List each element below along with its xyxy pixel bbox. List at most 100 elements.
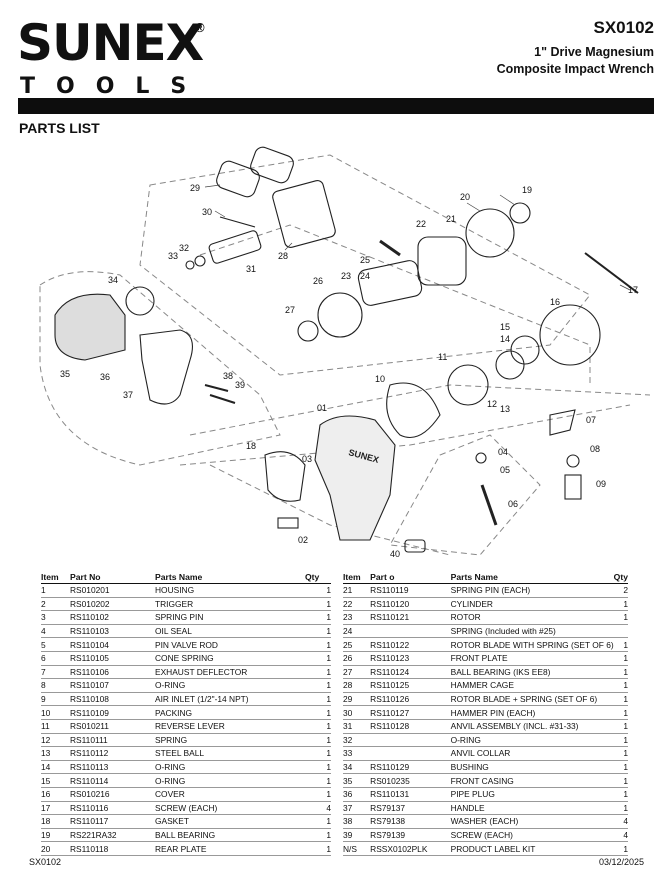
cell-part-no: RS79139: [370, 828, 451, 843]
cell-parts-name: BUSHING: [450, 760, 614, 775]
cell-qty: 1: [613, 746, 628, 761]
callout-01: 01: [317, 403, 327, 413]
cell-parts-name: OIL SEAL: [155, 624, 305, 639]
cell-parts-name: SPRING PIN (EACH): [450, 583, 614, 598]
callout-33: 33: [168, 251, 178, 261]
cell-part-no: RS110123: [370, 651, 451, 666]
cell-part-no: RS110118: [70, 841, 155, 856]
exploded-parts-diagram: SUNEX 29 30 28 32 33 31 34 22 21 20 19 2…: [39, 146, 650, 559]
cell-item: 3: [41, 610, 70, 625]
cell-part-no: RSSX0102PLK: [370, 841, 451, 856]
sunex-tools-logo: SUNEX ® TOOLS: [17, 18, 207, 99]
part-23-rotor: [357, 260, 423, 306]
part-19-bearing: [509, 202, 531, 224]
cell-qty: 1: [305, 624, 331, 639]
cell-part-no: RS110129: [370, 760, 451, 775]
callout-34: 34: [108, 275, 118, 285]
cell-item: 36: [343, 787, 371, 802]
callout-39: 39: [235, 380, 245, 390]
callout-31: 31: [246, 264, 256, 274]
cell-part-no: RS79138: [370, 814, 451, 829]
cell-item: 22: [343, 597, 371, 612]
cell-part-no: RS110109: [70, 705, 155, 720]
cell-parts-name: ANVIL COLLAR: [450, 746, 614, 761]
cell-qty: 1: [613, 787, 628, 802]
cell-part-no: RS110113: [70, 760, 155, 775]
cell-item: 20: [41, 841, 70, 856]
cell-item: 7: [41, 665, 70, 680]
cell-item: N/S: [343, 841, 371, 856]
cell-item: 18: [41, 814, 70, 829]
cell-qty: 1: [613, 841, 628, 856]
cell-item: 31: [343, 719, 371, 734]
cell-item: 32: [343, 733, 371, 748]
logo-wordmark: SUNEX: [17, 14, 204, 72]
cell-qty: 4: [613, 828, 628, 843]
part-35-front-casing: [54, 293, 126, 361]
cell-item: 6: [41, 651, 70, 666]
cell-item: 39: [343, 828, 371, 843]
callout-06: 06: [508, 499, 518, 509]
cell-part-no: RS110114: [70, 773, 155, 788]
cell-item: 4: [41, 624, 70, 639]
cell-qty: 1: [305, 760, 331, 775]
callout-36: 36: [100, 372, 110, 382]
part-34-bushing: [125, 286, 155, 316]
callout-21a: 21: [446, 214, 456, 224]
cell-item: 37: [343, 801, 371, 816]
section-title: PARTS LIST: [19, 120, 100, 136]
callout-24: 24: [360, 271, 370, 281]
cell-qty: 1: [613, 637, 628, 652]
part-10-packing: [386, 382, 441, 439]
cell-item: 9: [41, 692, 70, 707]
cell-parts-name: O-RING: [155, 678, 305, 693]
cell-qty: 1: [613, 678, 628, 693]
cell-part-no: RS010235: [370, 773, 451, 788]
callout-22: 22: [416, 219, 426, 229]
cell-item: 19: [41, 828, 70, 843]
cell-parts-name: HAMMER CAGE: [450, 678, 614, 693]
callout-19: 19: [522, 185, 532, 195]
cell-part-no: RS110122: [370, 637, 451, 652]
cell-qty: 1: [305, 597, 331, 612]
callout-35: 35: [60, 369, 70, 379]
cell-part-no: RS221RA32: [70, 828, 155, 843]
part-20-rear-plate: [465, 208, 515, 258]
cell-qty: 1: [305, 610, 331, 625]
cell-part-no: RS110103: [70, 624, 155, 639]
table-header-row: Item Part No Parts Name Qty: [41, 571, 331, 584]
callout-27: 27: [285, 305, 295, 315]
cell-item: 12: [41, 733, 70, 748]
cell-parts-name: SPRING (Included with #25): [450, 624, 614, 639]
cell-parts-name: EXHAUST DEFLECTOR: [155, 665, 305, 680]
callout-32: 32: [179, 243, 189, 253]
callout-02: 02: [298, 535, 308, 545]
cell-parts-name: CYLINDER: [450, 597, 614, 612]
cell-parts-name: REVERSE LEVER: [155, 719, 305, 734]
callout-17: 17: [628, 285, 638, 295]
cell-qty: 1: [305, 678, 331, 693]
callout-40: 40: [390, 549, 400, 559]
callout-26: 26: [313, 276, 323, 286]
callout-13: 13: [500, 404, 510, 414]
cell-item: 2: [41, 597, 70, 612]
header-part-no: Part o: [370, 571, 451, 584]
cell-part-no: RS010211: [70, 719, 155, 734]
cell-qty: 1: [613, 665, 628, 680]
cell-parts-name: FRONT PLATE: [450, 651, 614, 666]
cell-qty: 1: [305, 665, 331, 680]
callout-18: 18: [246, 441, 256, 451]
cell-parts-name: O-RING: [450, 733, 614, 748]
